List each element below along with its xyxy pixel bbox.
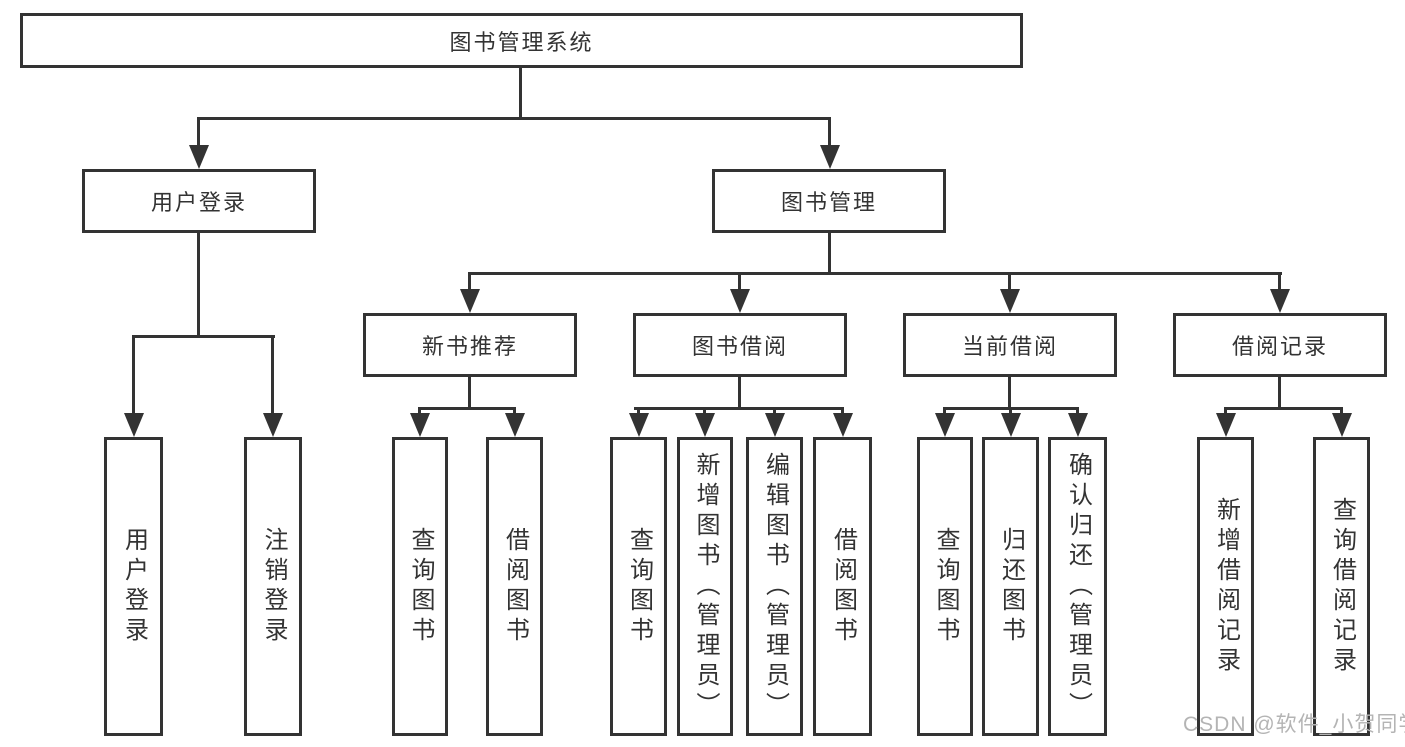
node-book-management: 图书管理 [712,169,946,233]
connector-line [519,68,522,119]
connector-line [1008,377,1011,409]
arrowhead-down-icon [629,413,649,437]
connector-line [634,407,844,410]
arrowhead-down-icon [460,289,480,313]
connector-line [418,407,516,410]
connector-line [1224,407,1227,417]
leaf-return-books: 归还图书 [982,437,1039,736]
node-new-book-recommend: 新书推荐 [363,313,577,377]
connector-line [1278,377,1281,409]
arrowhead-down-icon [1001,413,1021,437]
node-user-login: 用户登录 [82,169,316,233]
arrowhead-down-icon [935,413,955,437]
connector-line [1009,407,1012,417]
connector-line [132,335,135,417]
connector-line [738,272,741,294]
leaf-user-login: 用户登录 [104,437,163,736]
leaf-query-books-borrow: 查询图书 [610,437,667,736]
connector-line [197,117,831,120]
node-borrow-records: 借阅记录 [1173,313,1387,377]
arrowhead-down-icon [263,413,283,437]
arrowhead-down-icon [820,145,840,169]
connector-line [132,335,275,338]
arrowhead-down-icon [1216,413,1236,437]
connector-line [468,272,1282,275]
connector-line [703,407,706,417]
connector-line [468,272,471,294]
arrowhead-down-icon [1000,289,1020,313]
connector-line [841,407,844,417]
leaf-add-borrow-record: 新增借阅记录 [1197,437,1254,736]
connector-line [468,377,471,409]
arrowhead-down-icon [505,413,525,437]
arrowhead-down-icon [1068,413,1088,437]
leaf-query-borrow-record: 查询借阅记录 [1313,437,1370,736]
connector-line [637,407,640,417]
leaf-query-books-recommend: 查询图书 [392,437,448,736]
arrowhead-down-icon [1332,413,1352,437]
leaf-add-books-admin: 新增图书（管理员） [677,437,733,736]
connector-line [513,407,516,417]
connector-line [1340,407,1343,417]
connector-line [738,377,741,409]
leaf-borrow-books: 借阅图书 [813,437,872,736]
connector-line [1224,407,1343,410]
leaf-edit-books-admin: 编辑图书（管理员） [746,437,803,736]
connector-line [418,407,421,417]
connector-line [1008,272,1011,294]
arrowhead-down-icon [1270,289,1290,313]
connector-line [828,117,831,149]
leaf-logout: 注销登录 [244,437,302,736]
leaf-confirm-return-admin: 确认归还（管理员） [1048,437,1107,736]
connector-line [773,407,776,417]
csdn-watermark: CSDN @软件_小贺同学 [1183,713,1405,736]
arrowhead-down-icon [124,413,144,437]
connector-line [1076,407,1079,417]
arrowhead-down-icon [410,413,430,437]
connector-line [271,335,274,417]
connector-line [1278,272,1281,294]
connector-line [943,407,946,417]
leaf-borrow-books-recommend: 借阅图书 [486,437,543,736]
connector-line [197,117,200,149]
node-library-system: 图书管理系统 [20,13,1023,68]
leaf-query-books-current: 查询图书 [917,437,973,736]
arrowhead-down-icon [765,413,785,437]
node-current-borrow: 当前借阅 [903,313,1117,377]
connector-line [828,233,831,274]
node-book-borrow: 图书借阅 [633,313,847,377]
connector-line [197,233,200,338]
arrowhead-down-icon [833,413,853,437]
arrowhead-down-icon [695,413,715,437]
arrowhead-down-icon [730,289,750,313]
arrowhead-down-icon [189,145,209,169]
